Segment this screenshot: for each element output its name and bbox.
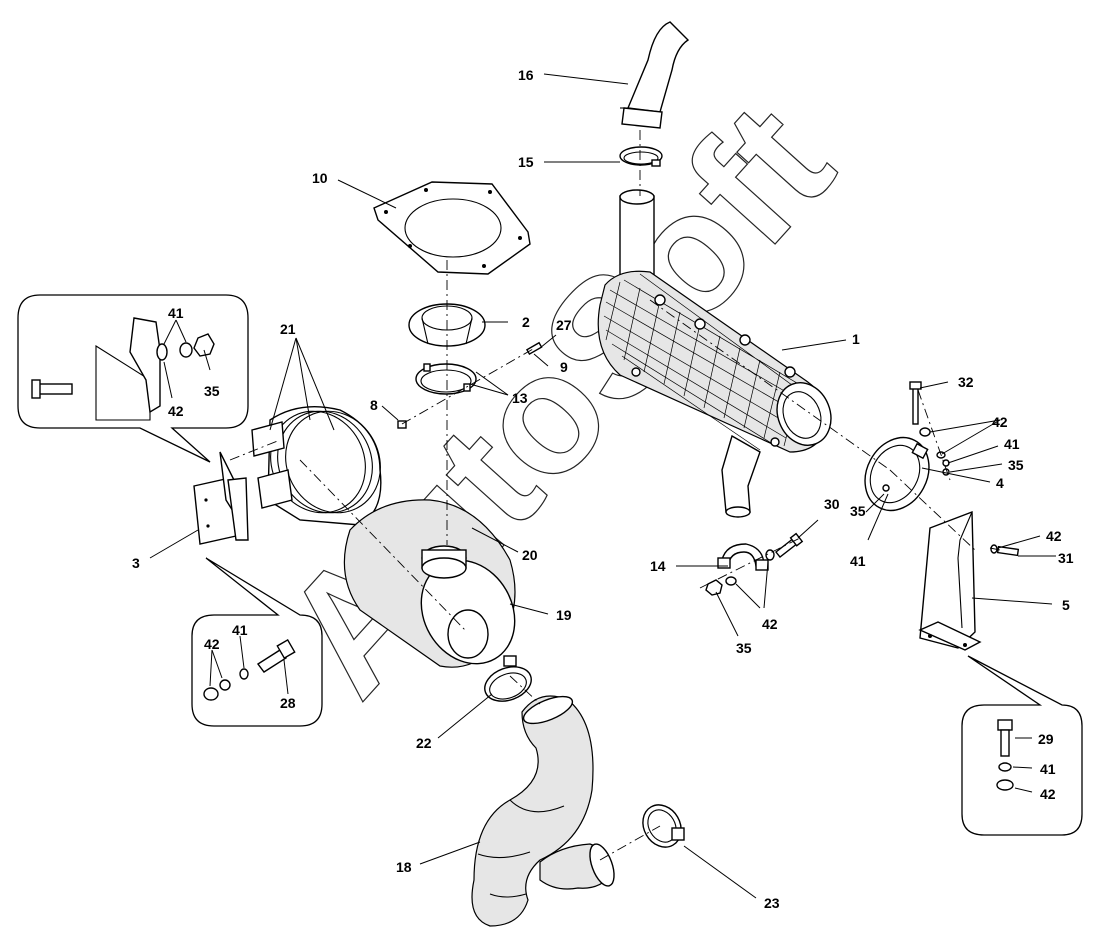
label-42-right-a: 42 xyxy=(992,414,1008,430)
label-9: 9 xyxy=(560,359,568,375)
label-3: 3 xyxy=(132,555,140,571)
part-4-end-clamp xyxy=(864,436,930,512)
callout-tl-label-35: 35 xyxy=(204,383,220,399)
label-18: 18 xyxy=(396,859,412,875)
label-35-lower: 35 xyxy=(850,503,866,519)
part-22-clamp xyxy=(484,655,532,702)
label-1: 1 xyxy=(852,331,860,347)
part-15-clamp xyxy=(619,146,663,167)
label-41-right: 41 xyxy=(1004,436,1020,452)
label-30: 30 xyxy=(824,496,840,512)
part-23-clamp xyxy=(642,804,685,848)
callout-bottom-left xyxy=(191,557,323,727)
part-1-muffler xyxy=(597,189,832,518)
part-labels: 16 15 10 2 27 9 13 8 1 32 42 41 35 4 30 … xyxy=(132,67,1074,911)
label-23: 23 xyxy=(764,895,780,911)
part-16-bent-pipe xyxy=(620,21,690,129)
label-2: 2 xyxy=(522,314,530,330)
label-19: 19 xyxy=(556,607,572,623)
label-35-right: 35 xyxy=(1008,457,1024,473)
label-5: 5 xyxy=(1062,597,1070,613)
label-8: 8 xyxy=(370,397,378,413)
label-10: 10 xyxy=(312,170,328,186)
label-42-clamp: 42 xyxy=(762,616,778,632)
callout-bl-label-42: 42 xyxy=(204,636,220,652)
label-35-clamp: 35 xyxy=(736,640,752,656)
label-31: 31 xyxy=(1058,550,1074,566)
callout-br-label-42: 42 xyxy=(1040,786,1056,802)
label-4: 4 xyxy=(996,475,1004,491)
label-14: 14 xyxy=(650,558,666,574)
part-10-gasket-plate xyxy=(373,181,531,275)
label-41-lower: 41 xyxy=(850,553,866,569)
label-27: 27 xyxy=(556,317,572,333)
muffler-grid xyxy=(603,273,819,451)
leader-lines xyxy=(149,73,1056,899)
callout-tl-label-41: 41 xyxy=(168,305,184,321)
part-3-mount-bracket xyxy=(193,451,249,545)
callout-br-label-29: 29 xyxy=(1038,731,1054,747)
part-13-clamp xyxy=(415,363,477,395)
part-19-air-filter xyxy=(343,499,516,668)
label-15: 15 xyxy=(518,154,534,170)
part-14-clamp xyxy=(717,543,769,571)
label-32: 32 xyxy=(958,374,974,390)
part-18-hose xyxy=(471,695,615,927)
callout-bl-label-28: 28 xyxy=(280,695,296,711)
assembly-centerlines xyxy=(229,130,1001,861)
part-5-bracket xyxy=(918,510,982,651)
label-13: 13 xyxy=(512,390,528,406)
callout-tl-label-42: 42 xyxy=(168,403,184,419)
callout-bottom-right xyxy=(961,655,1083,836)
callout-br-label-41: 41 xyxy=(1040,761,1056,777)
callout-bl-label-41: 41 xyxy=(232,622,248,638)
part-21-clamps xyxy=(251,405,382,526)
label-20: 20 xyxy=(522,547,538,563)
callout-top-left xyxy=(17,294,249,463)
label-22: 22 xyxy=(416,735,432,751)
label-16: 16 xyxy=(518,67,534,83)
label-42-bracket: 42 xyxy=(1046,528,1062,544)
label-21: 21 xyxy=(280,321,296,337)
